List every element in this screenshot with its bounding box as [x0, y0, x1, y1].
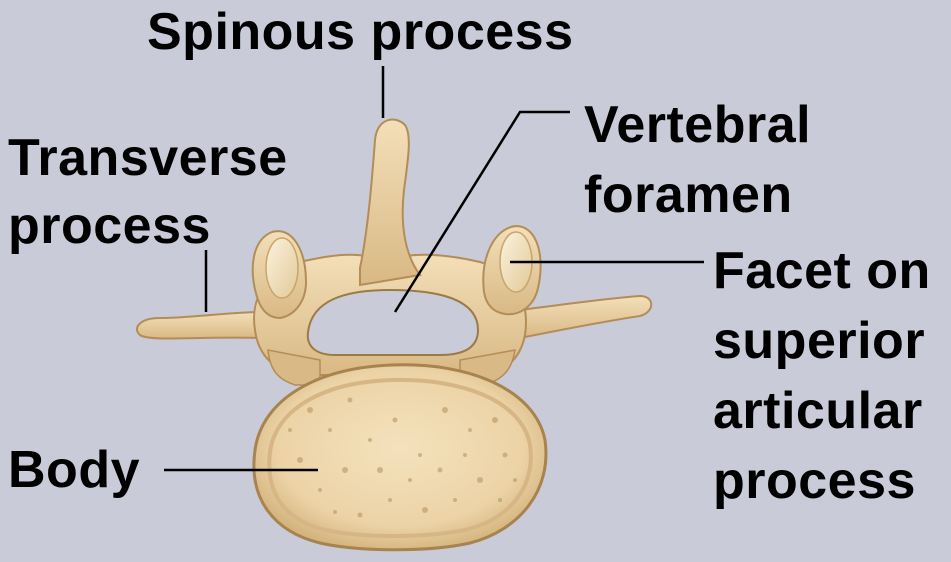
left-transverse-process: [137, 312, 262, 339]
right-transverse-process: [520, 296, 651, 338]
label-facet: Facet on superior articular process: [713, 236, 931, 516]
vertebral-body: [254, 365, 546, 550]
label-facet-line-3: articular: [713, 376, 931, 446]
vertebral-foramen: [308, 290, 478, 355]
label-facet-line-4: process: [713, 446, 931, 516]
label-spinous-process: Spinous process: [147, 6, 574, 58]
spinous-process: [360, 120, 420, 285]
label-transverse-process: Transverse process: [8, 124, 288, 260]
label-facet-line-2: superior: [713, 306, 931, 376]
label-transverse-line-1: Transverse: [8, 124, 288, 192]
label-vertebral-foramen: Vertebral foramen: [584, 90, 811, 230]
label-vertebral-line-1: Vertebral: [584, 90, 811, 160]
label-body: Body: [8, 444, 140, 496]
label-facet-line-1: Facet on: [713, 236, 931, 306]
label-transverse-line-2: process: [8, 192, 288, 260]
label-vertebral-line-2: foramen: [584, 160, 811, 230]
